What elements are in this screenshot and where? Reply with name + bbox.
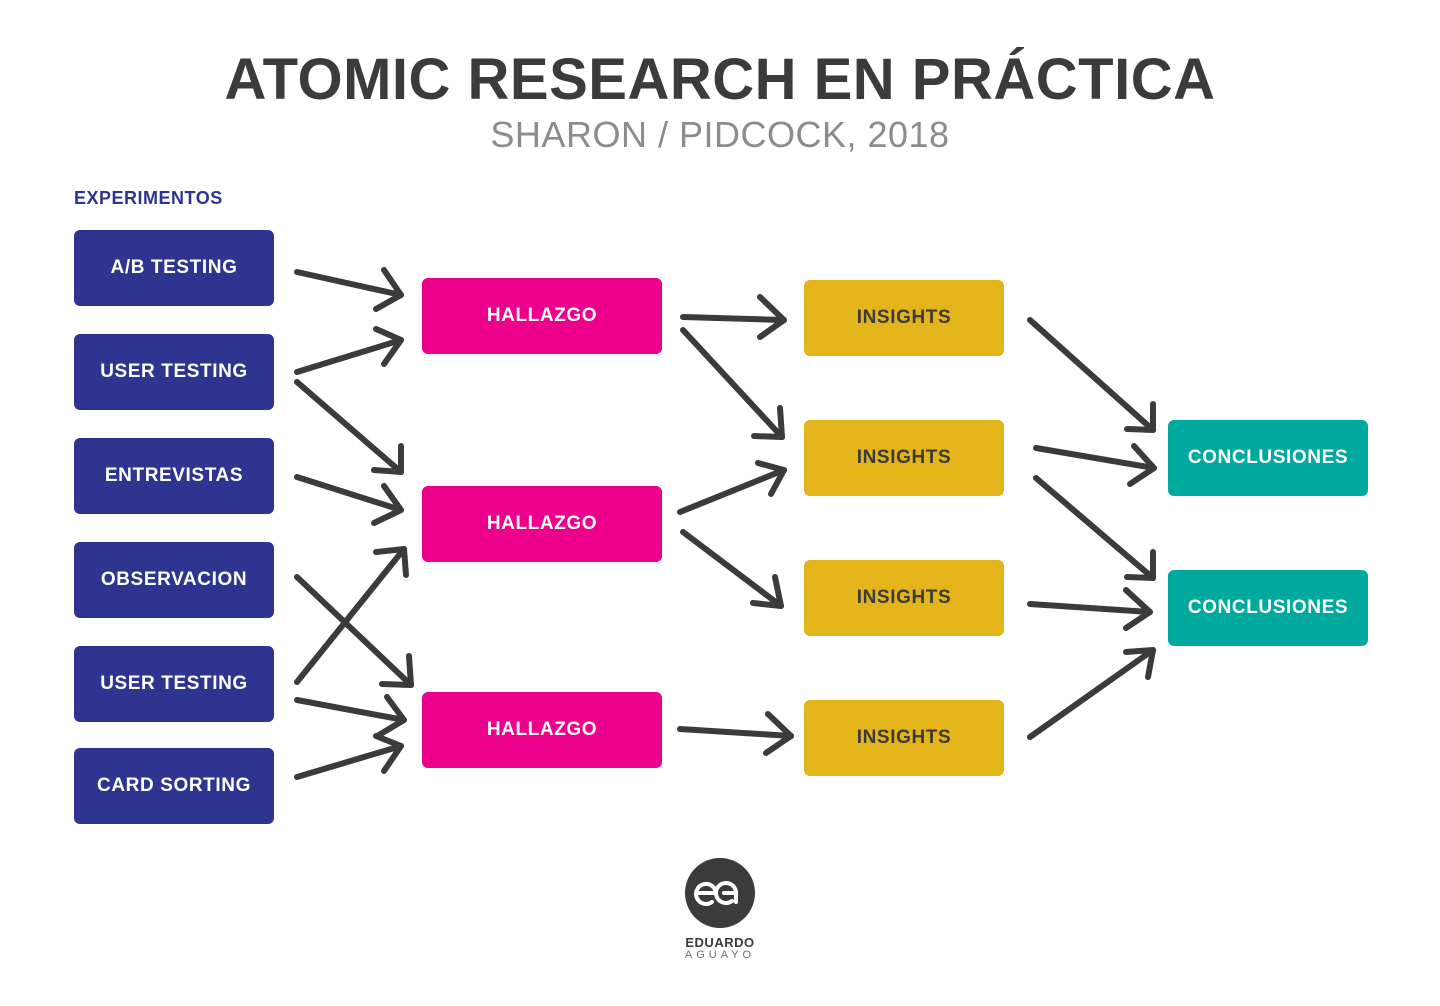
insight-box-3: INSIGHTS bbox=[804, 560, 1004, 636]
experiment-box-user-testing-2: USER TESTING bbox=[74, 646, 274, 722]
experiments-section-label: EXPERIMENTOS bbox=[74, 188, 223, 208]
diagram-subtitle: SHARON / PIDCOCK, 2018 bbox=[490, 114, 950, 155]
diagram-title: ATOMIC RESEARCH EN PRÁCTICA bbox=[224, 47, 1216, 112]
arrow-exp1-hal0 bbox=[294, 326, 404, 375]
ea-monogram-icon bbox=[694, 881, 738, 906]
experiment-box-entrevistas: ENTREVISTAS bbox=[74, 438, 274, 514]
author-logo-icon bbox=[685, 858, 755, 928]
arrow-hal0-ins1 bbox=[680, 327, 785, 440]
experiment-box-card-sorting: CARD SORTING bbox=[74, 748, 274, 824]
finding-box-2: HALLAZGO bbox=[422, 486, 662, 562]
insight-box-1: INSIGHTS bbox=[804, 280, 1004, 356]
arrow-exp2-hal1 bbox=[294, 474, 404, 526]
arrow-ins3-con1 bbox=[1027, 647, 1156, 740]
conclusion-box-1: CONCLUSIONES bbox=[1168, 420, 1368, 496]
arrow-ins1-con0 bbox=[1033, 443, 1157, 487]
experiment-box-user-testing: USER TESTING bbox=[74, 334, 274, 410]
author-surname: AGUAYO bbox=[684, 949, 756, 961]
arrow-hal0-ins0 bbox=[680, 294, 787, 340]
insight-box-4: INSIGHTS bbox=[804, 700, 1004, 776]
arrow-exp0-hal0 bbox=[294, 267, 404, 312]
arrow-exp5-hal2 bbox=[294, 733, 404, 780]
experiment-box-observacion: OBSERVACION bbox=[74, 542, 274, 618]
experiment-box-ab-testing: A/B TESTING bbox=[74, 230, 274, 306]
finding-box-3: HALLAZGO bbox=[422, 692, 662, 768]
arrow-ins1-con1 bbox=[1033, 475, 1156, 581]
conclusion-box-2: CONCLUSIONES bbox=[1168, 570, 1368, 646]
arrow-ins0-con0 bbox=[1027, 317, 1156, 433]
author-name: EDUARDO bbox=[685, 935, 755, 950]
arrow-hal2-ins3 bbox=[677, 711, 794, 756]
arrow-exp4-hal1 bbox=[294, 546, 409, 685]
arrow-hal1-ins1 bbox=[677, 460, 787, 515]
arrow-exp4-hal2 bbox=[294, 694, 407, 738]
arrow-exp3-hal2 bbox=[294, 574, 414, 688]
insight-box-2: INSIGHTS bbox=[804, 420, 1004, 496]
arrow-ins2-con1 bbox=[1027, 587, 1153, 631]
arrow-exp1-hal1 bbox=[294, 379, 404, 475]
finding-box-1: HALLAZGO bbox=[422, 278, 662, 354]
arrow-hal1-ins2 bbox=[680, 529, 784, 609]
